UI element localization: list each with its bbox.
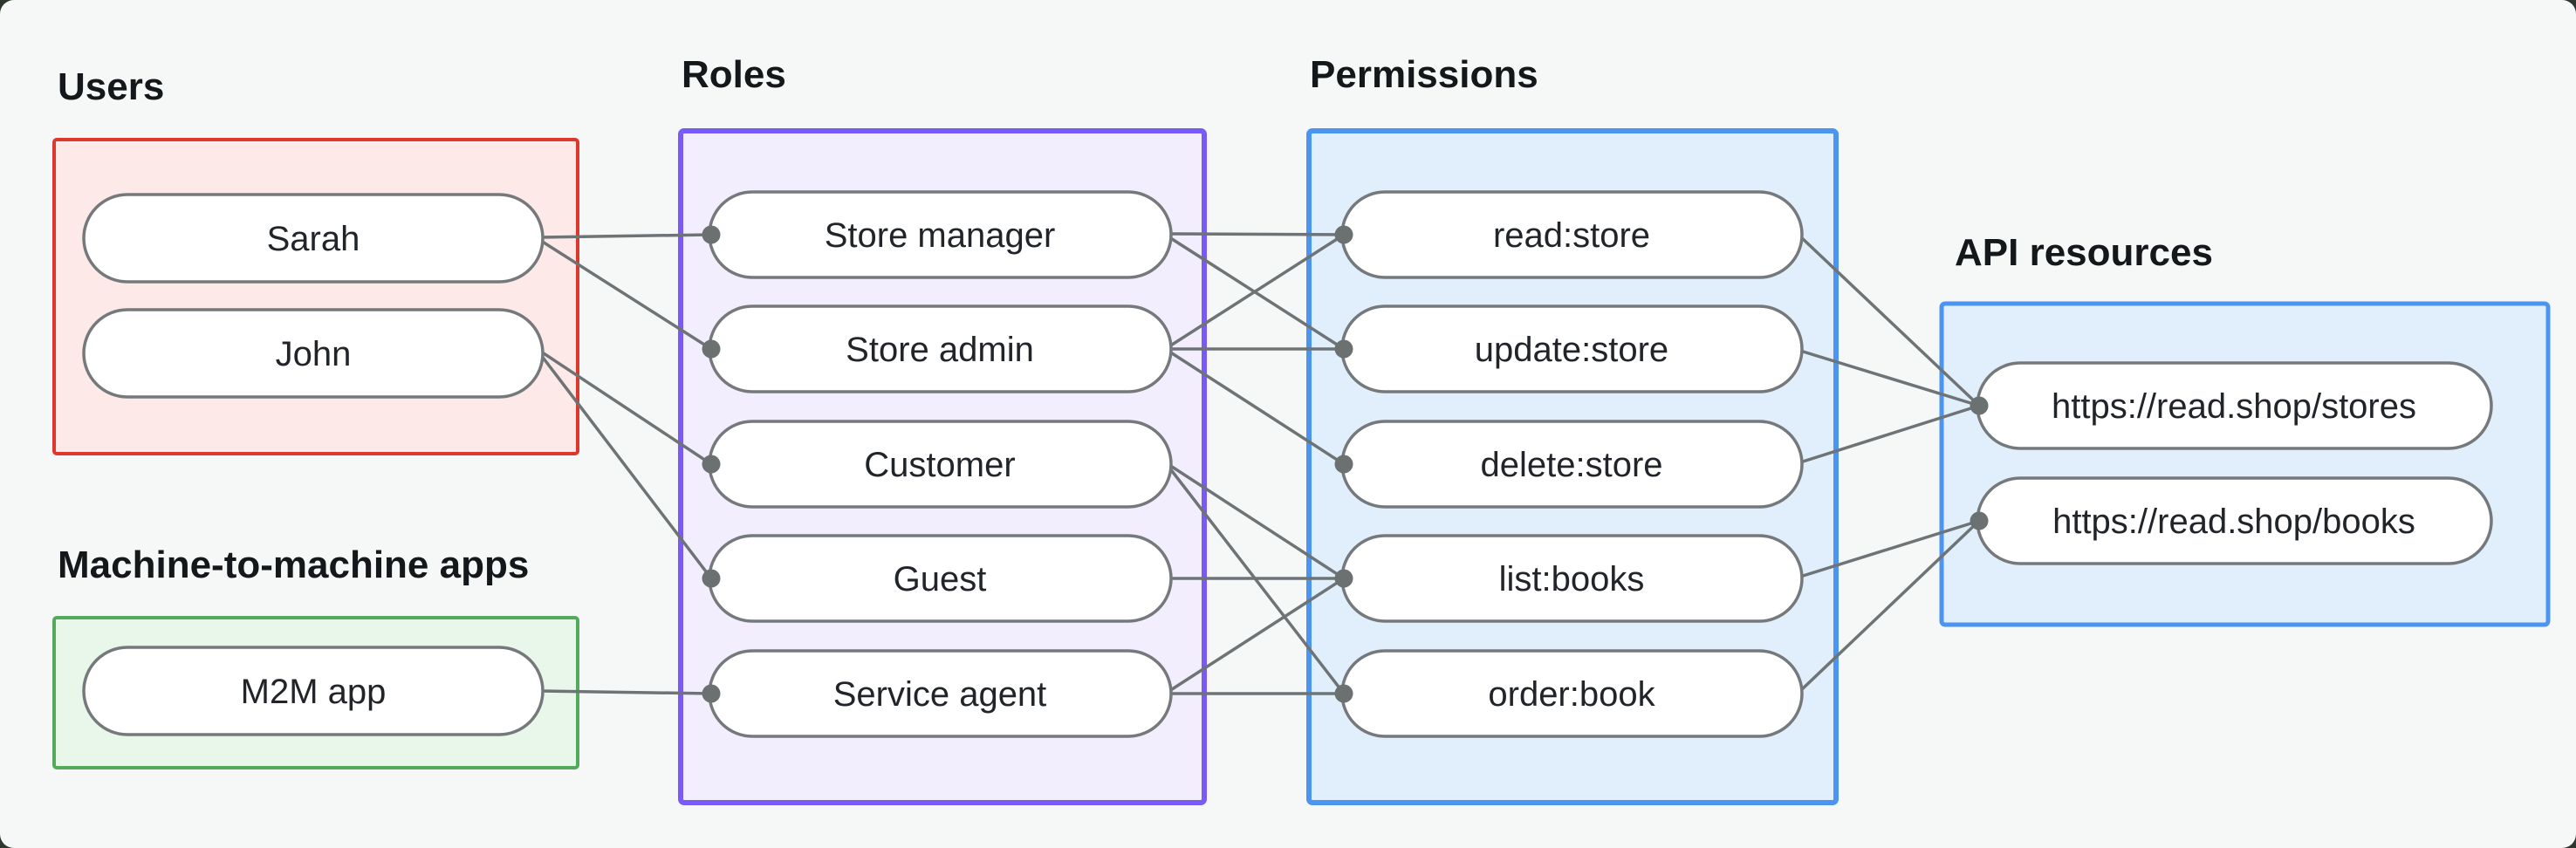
dot-store-admin — [702, 339, 721, 359]
node-john-label: John — [276, 335, 352, 373]
edge-sarah-store-admin — [540, 239, 712, 351]
node-john: John — [82, 308, 545, 399]
dot-books-api — [1970, 511, 1989, 530]
users-group-label: Users — [58, 65, 164, 108]
node-service-agent-label: Service agent — [833, 675, 1047, 714]
roles-group-label: Roles — [682, 53, 786, 96]
dot-read-store — [1334, 225, 1353, 244]
node-order-book-label: order:book — [1488, 675, 1655, 714]
edge-update-store-stores-api — [1799, 349, 1980, 407]
edge-endpoint-dots — [702, 225, 1989, 703]
dot-stores-api — [1970, 396, 1989, 415]
node-customer-label: Customer — [864, 446, 1015, 484]
users-group-box — [52, 138, 579, 455]
node-guest: Guest — [708, 534, 1173, 623]
edge-delete-store-stores-api — [1799, 404, 1980, 464]
permissions-group-label: Permissions — [1310, 53, 1538, 96]
node-m2m-app-shape — [82, 646, 545, 736]
node-update-store-label: update:store — [1475, 331, 1668, 369]
edge-john-customer — [540, 350, 712, 466]
node-list-books: list:books — [1340, 534, 1804, 623]
edge-store-manager-read-store — [1168, 232, 1345, 236]
dot-list-books — [1334, 569, 1353, 588]
dot-customer — [702, 455, 721, 474]
node-stores-api-label: https://read.shop/stores — [2052, 387, 2416, 426]
node-books-api-label: https://read.shop/books — [2052, 503, 2415, 541]
edge-store-manager-update-store — [1168, 236, 1345, 351]
node-list-books-label: list:books — [1499, 560, 1645, 598]
edge-order-book-books-api — [1798, 519, 1981, 693]
edge-customer-order-book — [1168, 466, 1346, 695]
node-store-manager-label: Store manager — [825, 216, 1056, 255]
node-service-agent: Service agent — [708, 649, 1173, 738]
machine-apps-group-label: Machine-to-machine apps — [58, 544, 529, 586]
node-guest-label: Guest — [894, 560, 987, 598]
dot-order-book — [1334, 684, 1353, 703]
node-m2m-app: M2M app — [82, 646, 545, 736]
node-store-admin-label: Store admin — [846, 331, 1034, 369]
node-john-shape — [82, 308, 545, 399]
dot-guest — [702, 569, 721, 588]
node-read-store: read:store — [1340, 190, 1804, 279]
node-store-admin: Store admin — [708, 304, 1173, 393]
dot-delete-store — [1334, 455, 1353, 474]
node-m2m-app-label: M2M app — [241, 673, 387, 711]
edge-customer-list-books — [1168, 463, 1345, 580]
edge-store-admin-read-store — [1168, 233, 1345, 348]
node-read-store-label: read:store — [1493, 216, 1650, 255]
api-resources-group-label: API resources — [1955, 231, 2213, 274]
edge-service-agent-list-books — [1168, 577, 1345, 693]
edge-john-guest — [539, 353, 713, 580]
edge-store-admin-delete-store — [1168, 350, 1345, 466]
node-stores-api: https://read.shop/stores — [1976, 361, 2493, 450]
edge-sarah-store-manager — [540, 233, 712, 239]
dot-store-manager — [702, 225, 721, 244]
edges — [539, 232, 1981, 695]
api-resources-group-box — [1939, 301, 2551, 627]
dot-service-agent — [702, 684, 721, 703]
node-sarah: Sarah — [82, 193, 545, 284]
node-update-store: update:store — [1340, 304, 1804, 393]
node-customer: Customer — [708, 420, 1173, 509]
node-sarah-label: Sarah — [267, 220, 360, 258]
edge-m2m-service-agent — [540, 689, 712, 695]
node-store-manager: Store manager — [708, 190, 1173, 279]
node-books-api: https://read.shop/books — [1976, 476, 2493, 565]
node-order-book: order:book — [1340, 649, 1804, 738]
node-delete-store-label: delete:store — [1480, 446, 1662, 484]
edge-read-store-stores-api — [1798, 235, 1981, 407]
node-delete-store: delete:store — [1340, 420, 1804, 509]
edge-list-books-books-api — [1799, 519, 1980, 578]
node-sarah-shape — [82, 193, 545, 284]
dot-update-store — [1334, 339, 1353, 359]
